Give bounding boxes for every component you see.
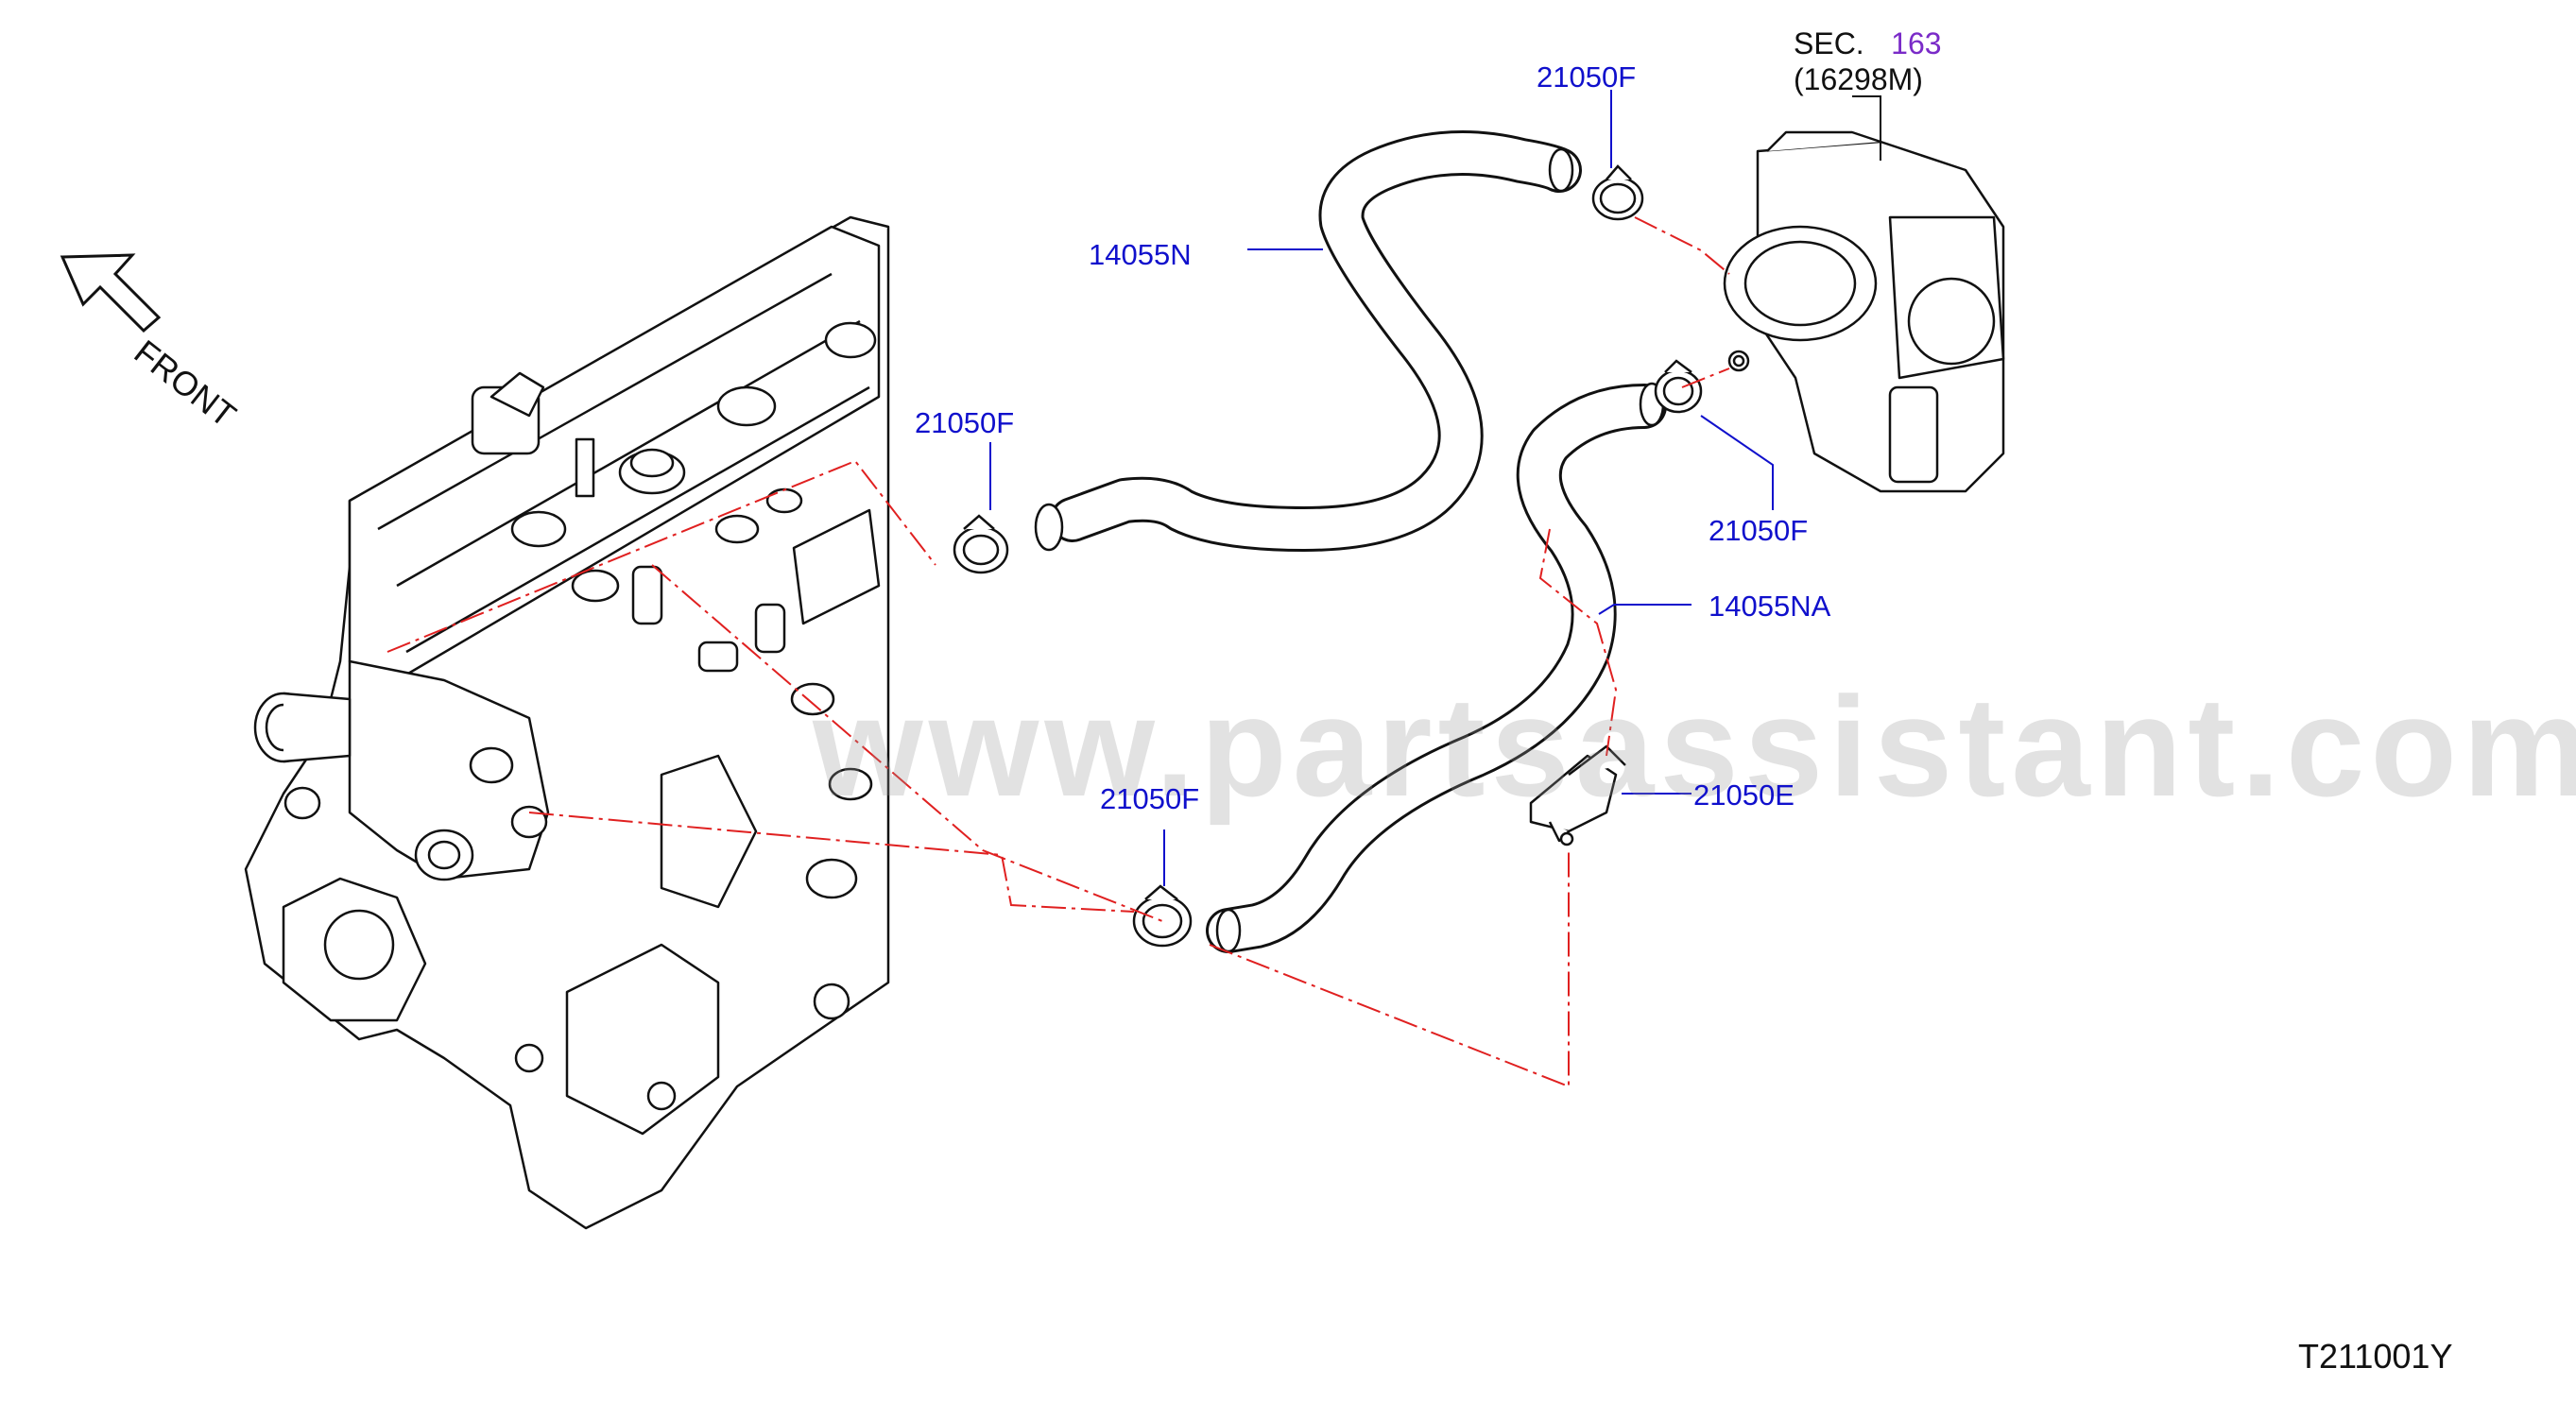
- figure-id: T211001Y: [2298, 1337, 2453, 1376]
- callout-clamp-bottom[interactable]: 21050F: [1100, 782, 1200, 815]
- clamp-right: [1654, 359, 1703, 414]
- clamp-left: [953, 514, 1009, 574]
- throttle-body: [1723, 130, 2005, 493]
- phantom-lines: [386, 216, 1730, 1088]
- section-number[interactable]: 163: [1891, 26, 1942, 60]
- section-reference: SEC. 163: [1794, 28, 1942, 59]
- watermark: www.partsassistant.com: [813, 667, 2576, 826]
- section-prefix: SEC.: [1794, 26, 1864, 60]
- front-arrow-icon: [60, 253, 162, 333]
- callout-hose-upper[interactable]: 14055N: [1089, 238, 1192, 271]
- hose-14055n: [1034, 130, 1582, 552]
- leader-lines: [989, 90, 1774, 886]
- callout-clamp-right[interactable]: 21050F: [1709, 514, 1809, 547]
- callout-clamp-top[interactable]: 21050F: [1537, 60, 1637, 94]
- callout-bracket-clip[interactable]: 21050E: [1693, 778, 1795, 812]
- engine-block: [244, 215, 890, 1230]
- clamp-top: [1591, 164, 1644, 221]
- section-leader: [1852, 95, 1881, 161]
- bracket-clip: [1529, 744, 1626, 846]
- section-part-number: (16298M): [1794, 62, 1923, 96]
- callout-clamp-left[interactable]: 21050F: [915, 406, 1015, 439]
- clamp-bottom: [1132, 884, 1193, 948]
- callout-hose-lower[interactable]: 14055NA: [1709, 590, 1831, 623]
